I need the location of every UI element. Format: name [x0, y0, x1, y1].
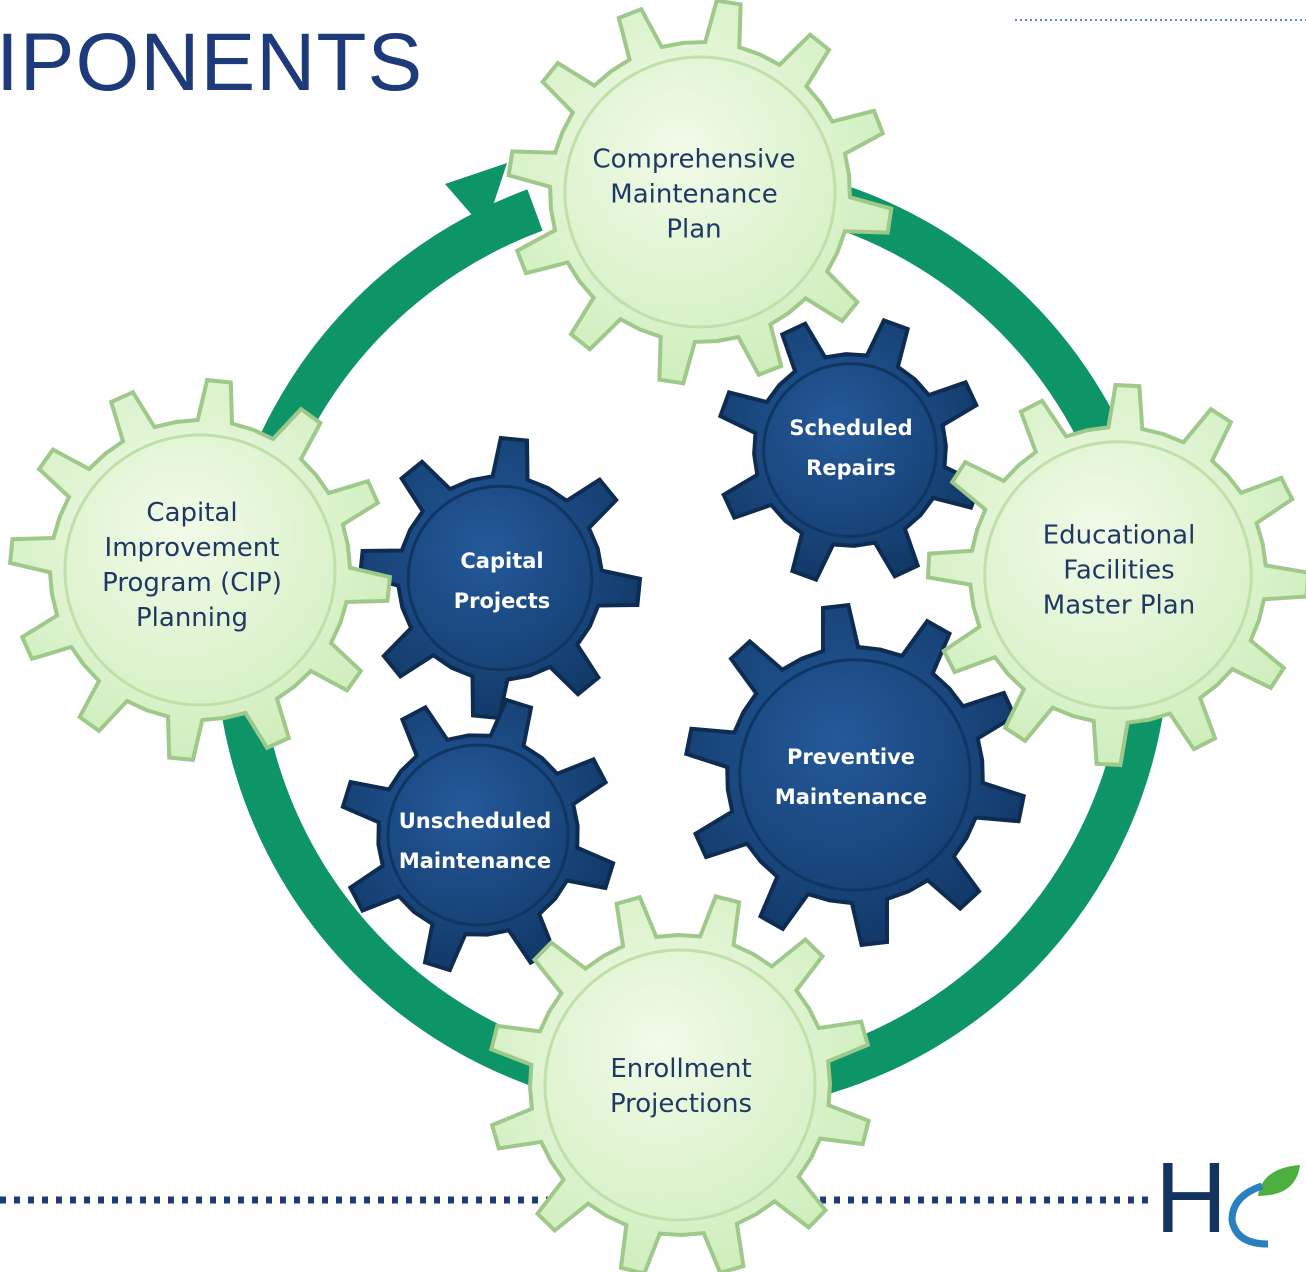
inner-gear-capital-projects: [357, 435, 643, 721]
outer-gear-enrollment-projections-hub-ring: [543, 948, 817, 1222]
page-title: IPONENTS: [0, 17, 424, 108]
outer-gear-educational-facilities-master-plan-hub-ring: [983, 440, 1253, 710]
inner-gear-preventive-maintenance: [683, 602, 1027, 948]
cycle-arrowhead: [445, 163, 507, 230]
inner-gear-scheduled-repairs: [717, 317, 983, 583]
inner-gear-unscheduled-maintenance-hub-ring: [386, 743, 570, 927]
outer-gear-comprehensive-maintenance-plan-hub-ring: [563, 55, 837, 329]
inner-gear-preventive-maintenance-hub-ring: [738, 658, 972, 892]
inner-gear-unscheduled-maintenance: [340, 697, 616, 973]
logo-swoosh-icon: [1228, 1182, 1269, 1248]
inner-gear-scheduled-repairs-hub-ring: [762, 362, 938, 538]
outer-gear-capital-improvement-program-hub-ring: [63, 433, 337, 707]
inner-gear-capital-projects-hub-ring: [406, 484, 594, 672]
logo-letter: H: [1155, 1142, 1228, 1254]
logo-leaf-icon: [1258, 1165, 1300, 1196]
